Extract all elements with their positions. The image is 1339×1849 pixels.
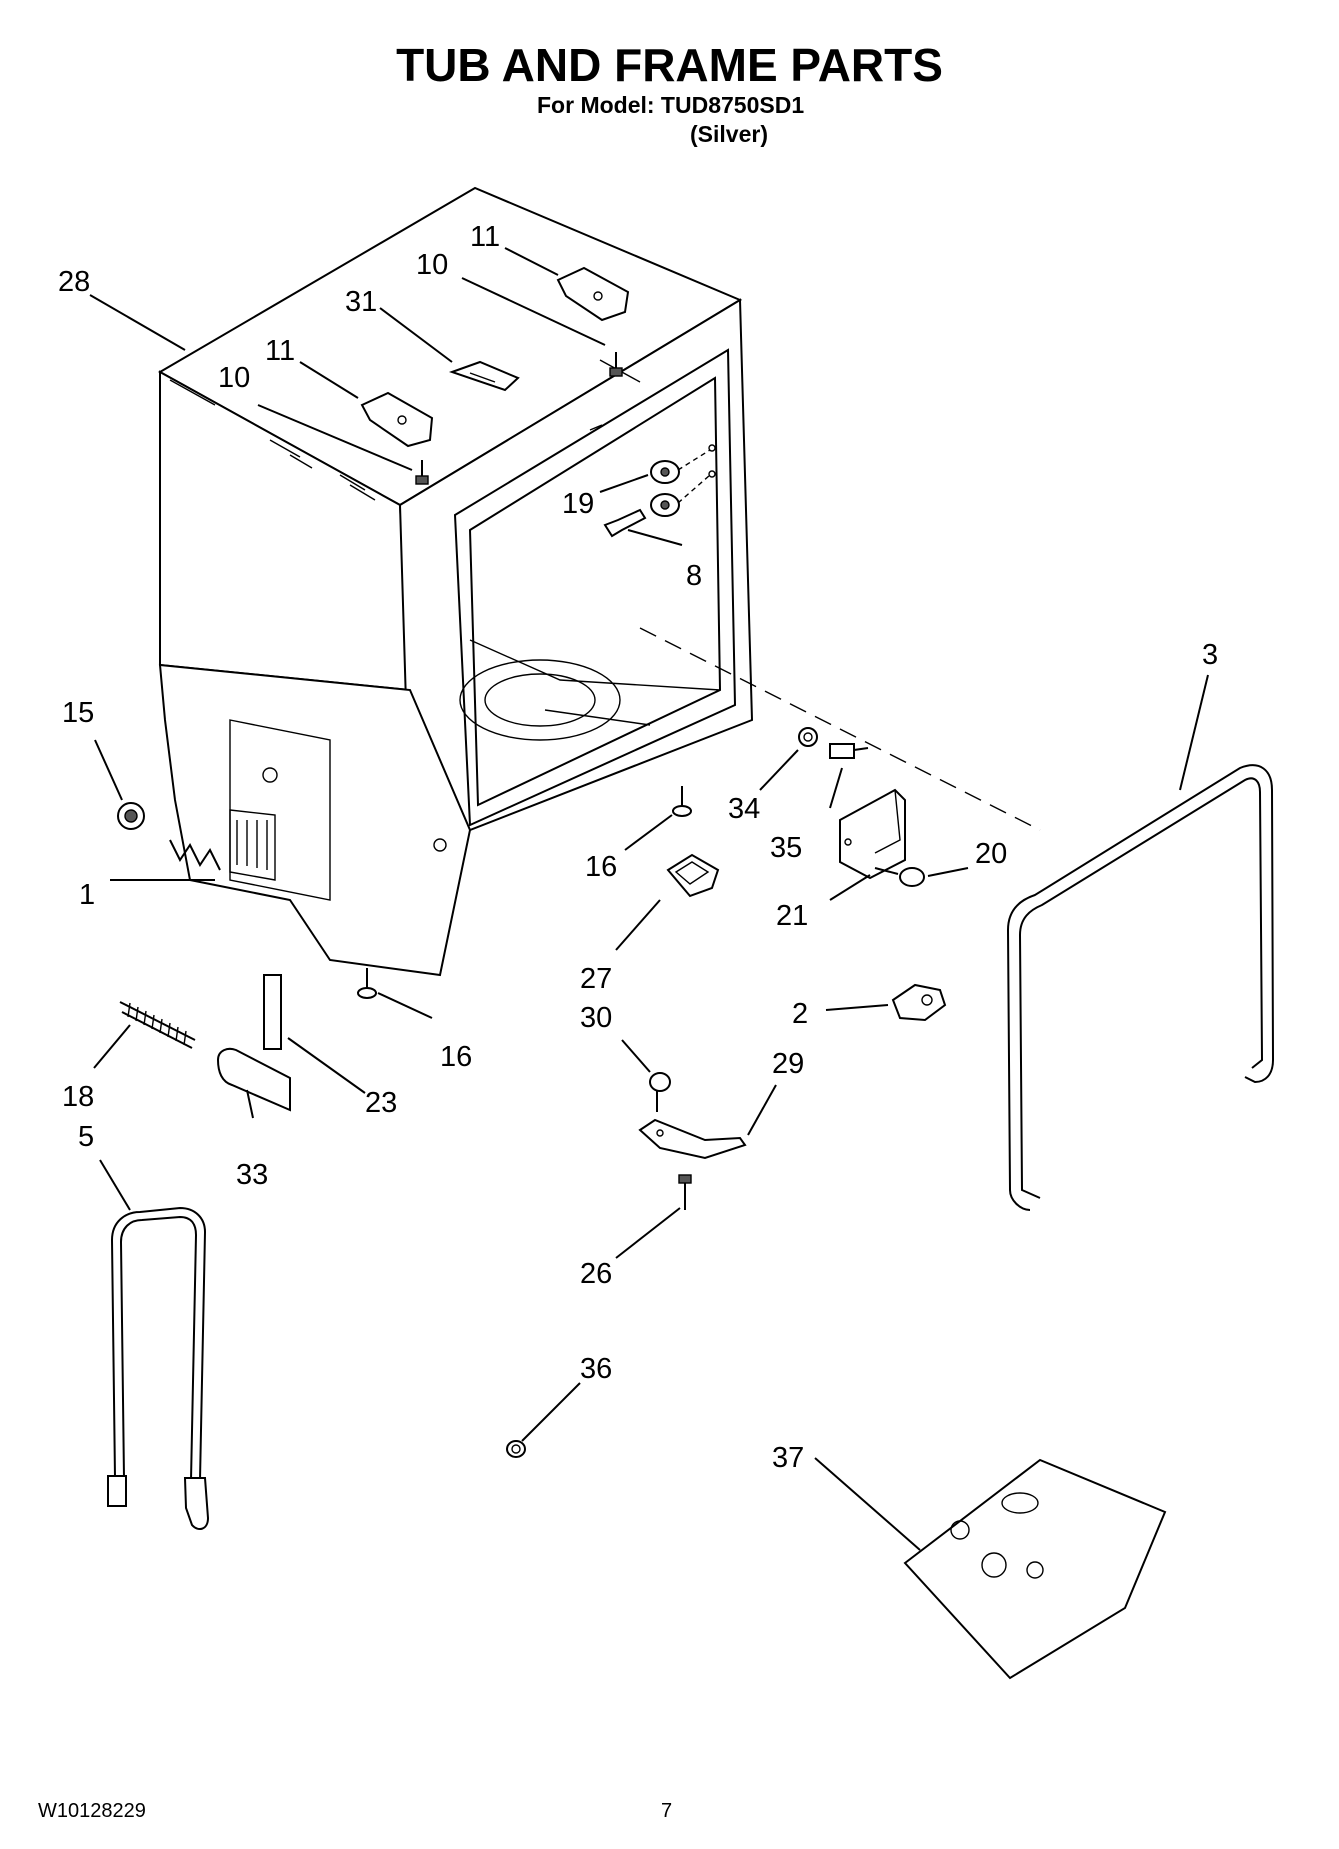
plate-part-31 <box>448 360 520 392</box>
door-seal-part-3 <box>1006 764 1275 1211</box>
callout-26: 26 <box>580 1258 612 1290</box>
bracket-part-11-left <box>360 391 434 448</box>
spring-part-36 <box>506 1440 526 1458</box>
callout-21: 21 <box>776 900 808 932</box>
model-line: For Model: TUD8750SD1 <box>537 92 805 118</box>
callout-28: 28 <box>58 266 90 298</box>
callout-11-right: 11 <box>470 221 500 253</box>
alignment-line <box>639 627 1041 831</box>
callout-16-upper: 16 <box>585 851 617 883</box>
callout-35: 35 <box>770 832 802 864</box>
screw-part-10-left <box>415 460 429 485</box>
callout-18: 18 <box>62 1081 94 1113</box>
callout-34: 34 <box>728 793 760 825</box>
callout-27: 27 <box>580 963 612 995</box>
screw-part-8 <box>603 508 647 538</box>
callout-10-right: 10 <box>416 249 448 281</box>
thermostat-part-30 <box>649 1072 671 1112</box>
screw-part-35 <box>829 743 869 759</box>
pad-part-33 <box>216 1047 291 1112</box>
callout-30: 30 <box>580 1002 612 1034</box>
callout-23: 23 <box>365 1087 397 1119</box>
callout-19: 19 <box>562 488 594 520</box>
callout-11-left: 11 <box>265 335 295 367</box>
tub-and-frame-assembly <box>157 186 754 977</box>
clip-part-27 <box>666 853 720 898</box>
insulation-strip-part-23 <box>263 974 282 1050</box>
callout-37: 37 <box>772 1442 804 1474</box>
screw-part-20 <box>874 867 925 887</box>
model-variant: (Silver) <box>690 121 768 147</box>
leveling-leg-part-16-upper <box>672 786 692 817</box>
bracket-part-11-right <box>556 266 630 322</box>
callout-16-lower: 16 <box>440 1041 472 1073</box>
callout-29: 29 <box>772 1048 804 1080</box>
document-number: W10128229 <box>38 1800 146 1822</box>
screw-part-10-right <box>609 352 623 377</box>
callout-5: 5 <box>78 1121 94 1153</box>
parts-bag-part-37 <box>903 1458 1167 1680</box>
callout-8: 8 <box>686 560 702 592</box>
callout-31: 31 <box>345 286 377 318</box>
star-washer-part-34 <box>798 727 818 747</box>
callout-3: 3 <box>1202 639 1218 671</box>
callout-10-left: 10 <box>218 362 250 394</box>
pulley-part-19 <box>650 444 716 517</box>
callout-1: 1 <box>79 879 95 911</box>
leader-lines <box>89 247 1209 1551</box>
page-number: 7 <box>661 1800 673 1822</box>
callout-labels: 28 11 10 31 11 10 19 8 3 15 1 34 35 20 2… <box>58 221 1218 1474</box>
callout-2: 2 <box>792 998 808 1030</box>
leveling-leg-part-16-lower <box>357 968 377 999</box>
plug-part-15 <box>117 802 145 830</box>
spring-part-18 <box>119 1001 196 1049</box>
callout-33: 33 <box>236 1159 268 1191</box>
wire-harness-part-5 <box>107 1206 210 1531</box>
callout-36: 36 <box>580 1353 612 1385</box>
screw-part-26 <box>678 1174 692 1210</box>
callout-15: 15 <box>62 697 94 729</box>
clip-part-2 <box>891 983 947 1022</box>
bracket-part-21 <box>839 788 906 880</box>
bracket-part-29 <box>638 1118 747 1160</box>
callout-20: 20 <box>975 838 1007 870</box>
page-title: TUB AND FRAME PARTS <box>396 39 943 91</box>
